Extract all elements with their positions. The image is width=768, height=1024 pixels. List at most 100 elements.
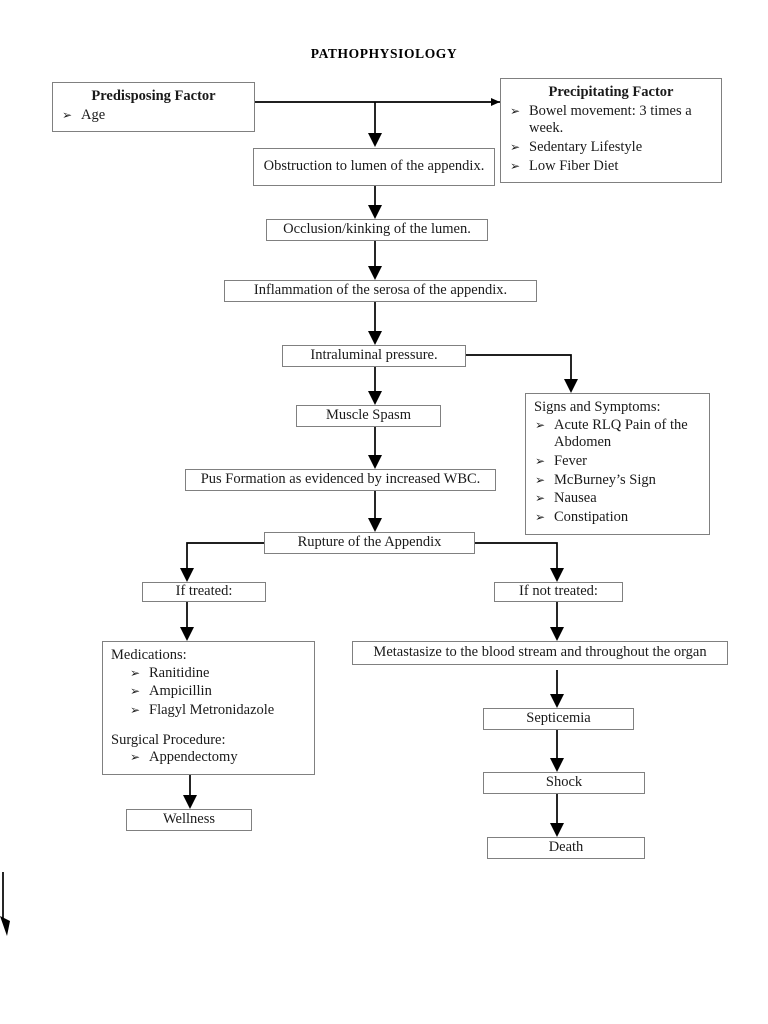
box-obstruction: Obstruction to lumen of the appendix. [253,148,495,186]
list-item-label: Constipation [554,509,629,526]
arrowhead-intraluminal [368,331,382,345]
bullet-arrow-icon: ➢ [130,703,141,718]
stray-artifact-arrowhead [0,916,10,936]
predisposing-list: ➢ Age [61,107,246,125]
bullet-arrow-icon: ➢ [535,491,546,506]
bullet-arrow-icon: ➢ [130,750,141,765]
predisposing-header: Predisposing Factor [91,88,216,104]
page-title: PATHOPHYSIOLOGY [310,46,458,61]
box-if-treated: If treated: [142,582,266,602]
list-item: ➢ Nausea [534,490,701,508]
list-item: ➢ Constipation [534,509,701,527]
wellness-label: Wellness [163,811,215,828]
list-item-label: Acute RLQ Pain of the Abdomen [554,416,688,451]
metastasize-label: Metastasize to the blood stream and thro… [373,644,707,661]
bullet-arrow-icon: ➢ [130,665,141,680]
box-precipitating-factor: Precipitating Factor ➢Bowel movement: 3 … [500,78,722,184]
arrowhead-septicemia [550,694,564,708]
list-item-label: Nausea [554,490,597,507]
arrowhead-wellness [183,795,197,809]
bullet-arrow-icon: ➢ [510,158,521,173]
occlusion-label: Occlusion/kinking of the lumen. [283,221,471,238]
if-treated-label: If treated: [175,583,233,600]
list-item: ➢ Appendectomy [111,749,306,767]
list-item: ➢Sedentary Lifestyle [509,139,713,157]
box-wellness: Wellness [126,809,252,831]
medications-list: ➢ Ranitidine ➢ Ampicillin ➢ Flagyl Metronid… [111,665,306,720]
bullet-arrow-icon: ➢ [535,472,546,487]
arrowhead-if-not-treated [550,568,564,582]
arrowhead-obstruction [368,133,382,147]
septicemia-label: Septicemia [526,710,591,727]
box-intraluminal-pressure: Intraluminal pressure. [282,345,466,367]
arrowhead-pus [368,455,382,469]
arrowhead-precipitating [491,98,500,106]
rupture-label: Rupture of the Appendix [297,534,442,551]
shock-label: Shock [545,774,583,791]
arrowhead-medications [180,627,194,641]
list-item: ➢ Fever [534,453,701,471]
connector-rupture-left [186,542,264,571]
list-item: ➢ McBurney’s Sign [534,472,701,490]
arrowhead-occlusion [368,205,382,219]
list-item-label: Ranitidine [149,664,210,681]
treatment-spacer [111,721,306,732]
box-death: Death [487,837,645,859]
arrowhead-inflammation [368,266,382,280]
signs-list: ➢ Acute RLQ Pain of the Abdomen ➢ Fever ➢ M… [534,417,701,527]
box-occlusion: Occlusion/kinking of the lumen. [266,219,488,241]
bullet-arrow-icon: ➢ [130,684,141,699]
bullet-arrow-icon: ➢ [535,454,546,469]
box-inflammation: Inflammation of the serosa of the append… [224,280,537,302]
arrowhead-metastasize [550,627,564,641]
arrowhead-shock [550,758,564,772]
bullet-arrow-icon: ➢ [535,510,546,525]
pus-formation-label: Pus Formation as evidenced by increased … [200,471,481,488]
obstruction-label: Obstruction to lumen of the appendix. [263,158,485,175]
list-item: ➢ Low Fiber Diet [509,158,713,176]
box-predisposing-factor: Predisposing Factor ➢ Age [52,82,255,133]
list-item-label: Fever [554,453,588,470]
box-treatment: Medications: ➢ Ranitidine ➢ Ampicillin ➢ Fl… [102,641,315,776]
arrowhead-signs [564,379,578,393]
list-item-label: Ampicillin [149,683,212,700]
signs-header: Signs and Symptoms: [534,399,661,415]
inflammation-label: Inflammation of the serosa of the append… [253,282,508,299]
arrowhead-if-treated [180,568,194,582]
list-item: ➢Bowel movement: 3 times a week. [509,103,713,138]
box-metastasize: Metastasize to the blood stream and thro… [352,641,728,665]
death-label: Death [548,839,584,856]
box-signs-and-symptoms: Signs and Symptoms: ➢ Acute RLQ Pain of t… [525,393,710,535]
muscle-spasm-label: Muscle Spasm [326,407,411,424]
surgical-list: ➢ Appendectomy [111,749,306,767]
arrowhead-death [550,823,564,837]
box-if-not-treated: If not treated: [494,582,623,602]
box-pus-formation: Pus Formation as evidenced by increased … [185,469,496,491]
bullet-arrow-icon: ➢ [535,417,546,432]
list-item-label: Low Fiber Diet [529,157,619,174]
medications-header: Medications: [111,647,187,663]
arrowhead-rupture [368,518,382,532]
bullet-arrow-icon: ➢ [62,107,73,122]
list-item: ➢ Acute RLQ Pain of the Abdomen [534,417,701,452]
list-item-label: Age [81,106,106,123]
bullet-arrow-icon: ➢ [510,103,521,118]
surgical-header: Surgical Procedure: [111,731,226,748]
list-item-label: Sedentary Lifestyle [529,139,643,156]
list-item: ➢ Age [61,107,246,125]
connector-rupture-right [475,542,558,571]
precipitating-list: ➢Bowel movement: 3 times a week. ➢Sedent… [509,103,713,176]
connector-intraluminal-signs [466,354,572,382]
box-muscle-spasm: Muscle Spasm [296,405,441,427]
list-item: ➢ Flagyl Metronidazole [111,702,306,720]
list-item-label: Appendectomy [149,749,238,766]
list-item: ➢ Ranitidine [111,665,306,683]
list-item-label: McBurney’s Sign [554,471,656,488]
arrowhead-muscle-spasm [368,391,382,405]
list-item-label: Flagyl Metronidazole [149,702,275,719]
box-rupture: Rupture of the Appendix [264,532,475,554]
intraluminal-label: Intraluminal pressure. [310,347,438,364]
precipitating-header: Precipitating Factor [548,84,674,100]
if-not-treated-label: If not treated: [519,583,598,600]
